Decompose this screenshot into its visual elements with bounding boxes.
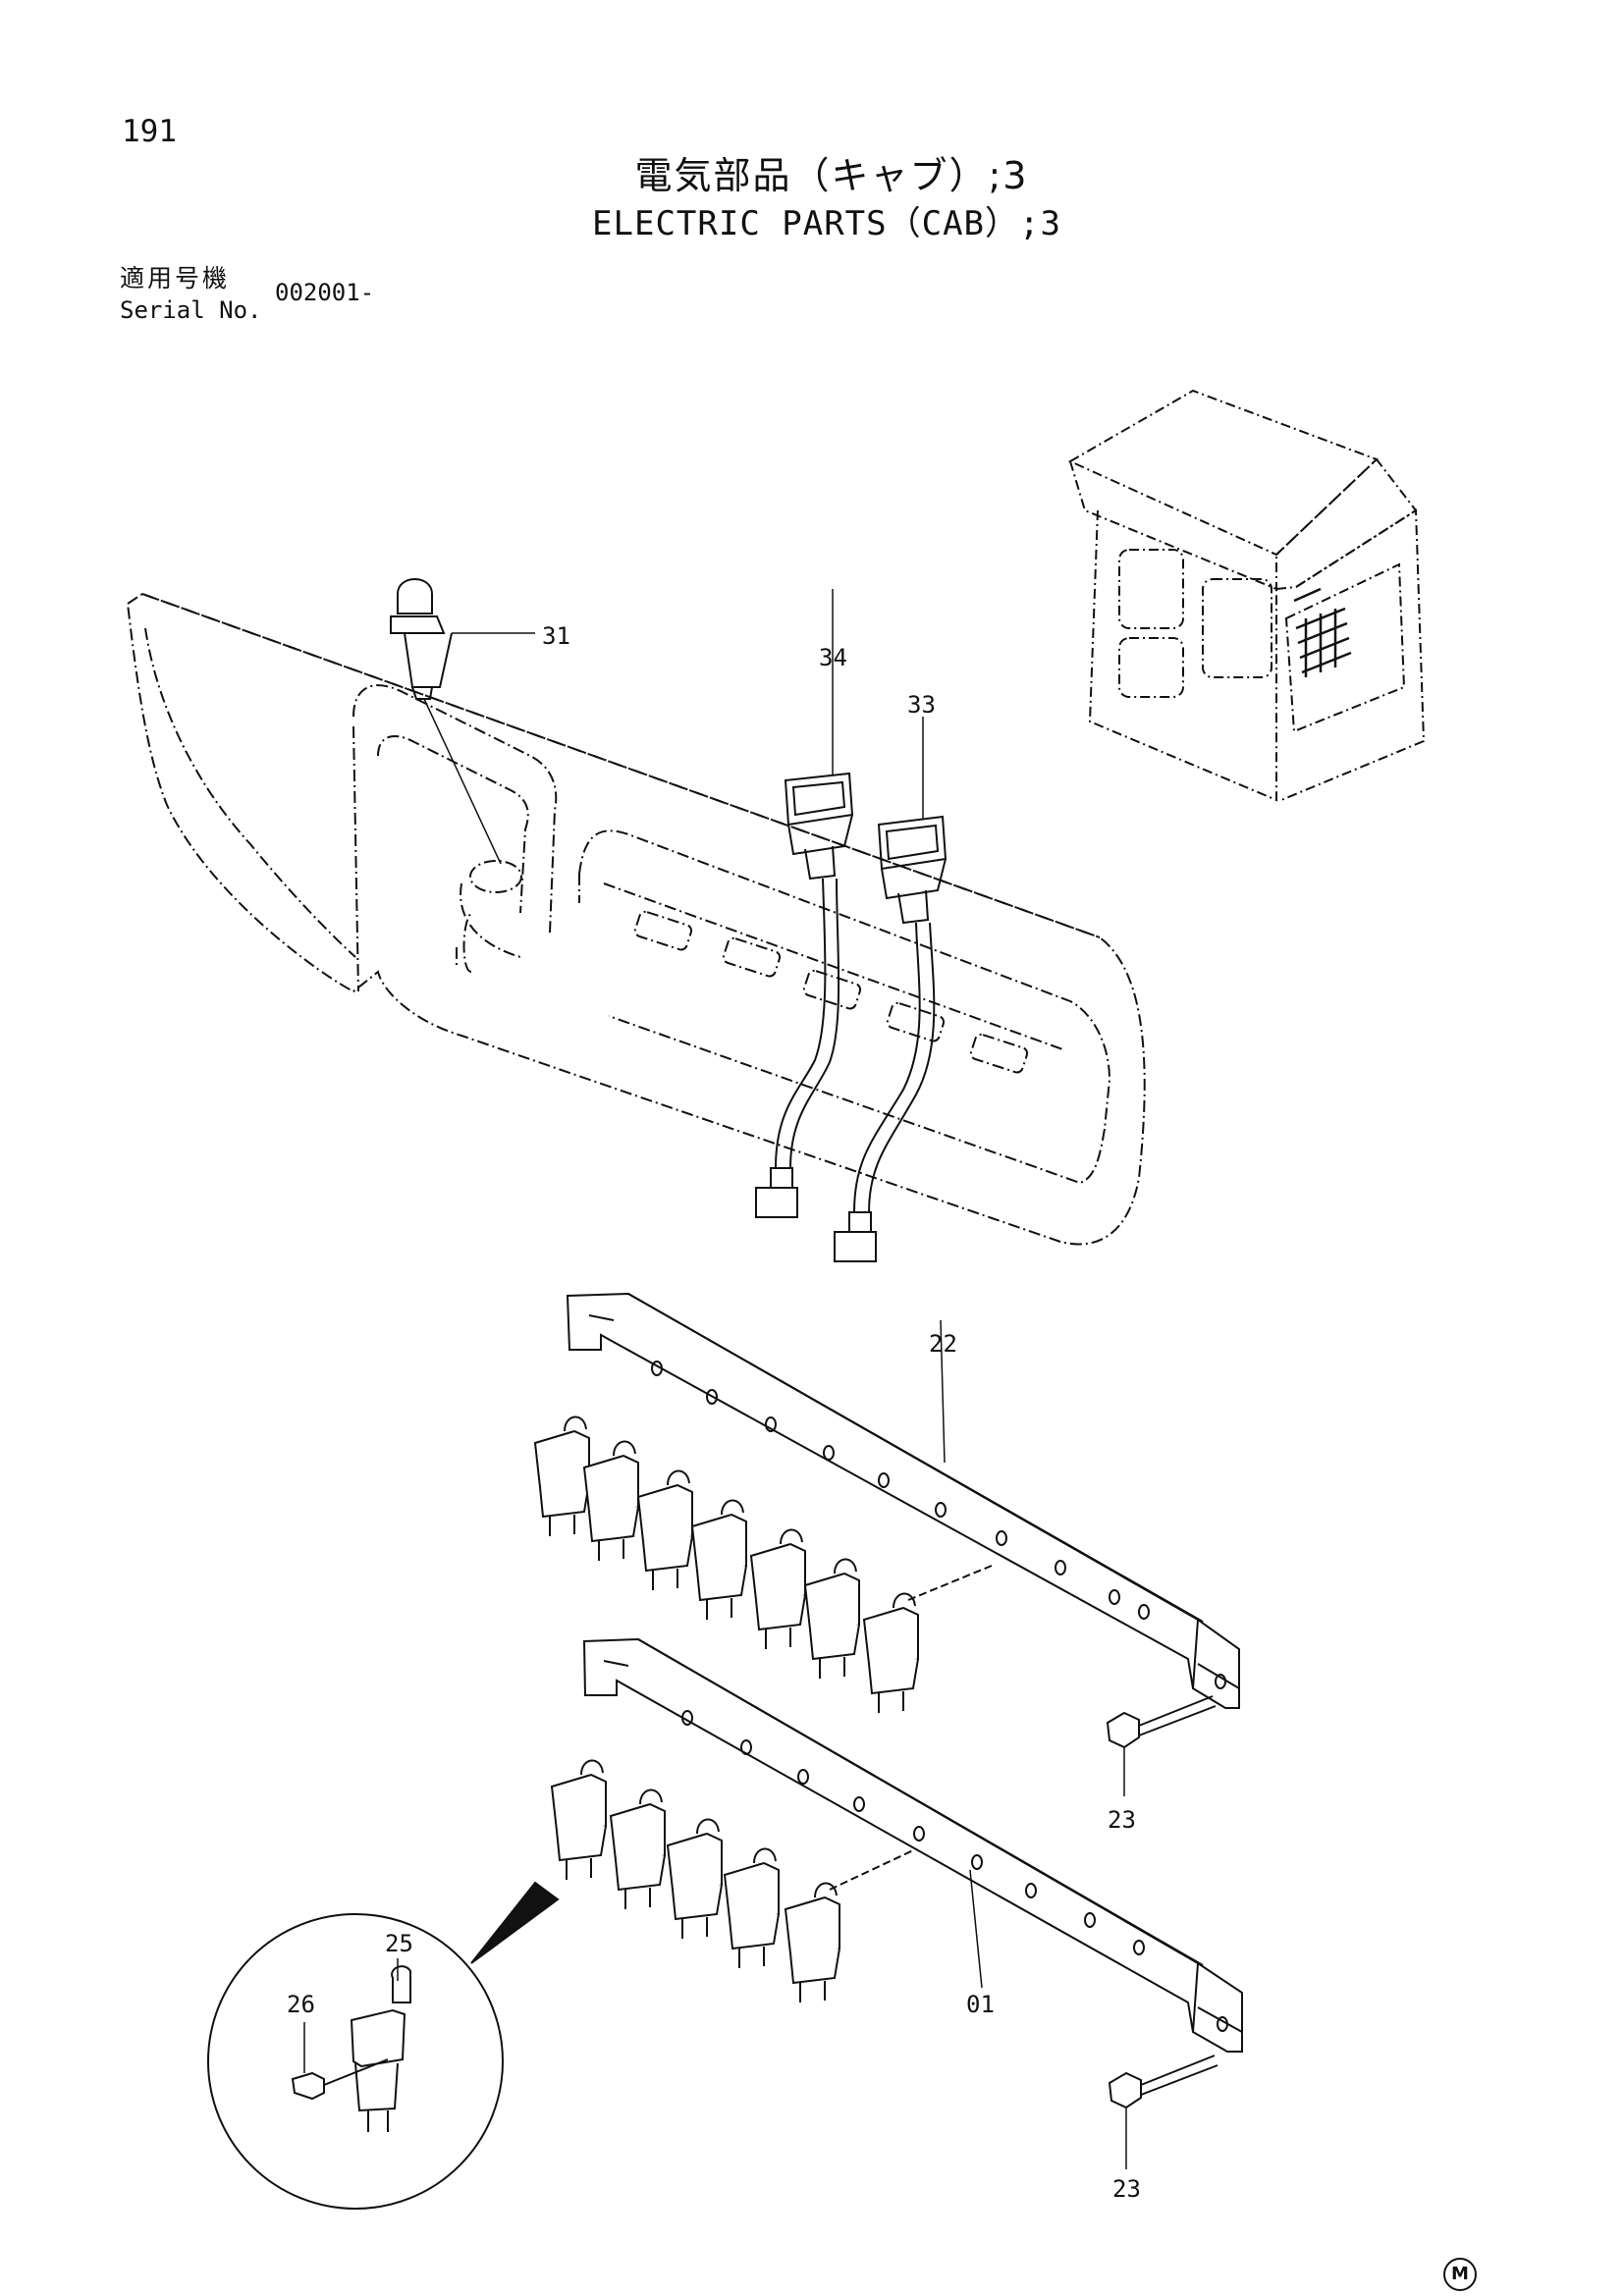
- callout-34: 34: [819, 644, 847, 671]
- part-34-rocker-switch: [755, 589, 854, 1218]
- callout-33: 33: [907, 691, 936, 719]
- part-33-rocker-switch: [834, 717, 947, 1262]
- title-japanese: 電気部品（キャブ）;3: [634, 154, 1029, 197]
- cab-harness-detail: [1293, 587, 1352, 677]
- relay-upper-2: [582, 1440, 639, 1561]
- relay-lower-5: [784, 1882, 840, 2002]
- part-23-bolt-lower: [1108, 2055, 1218, 2169]
- relay-upper-5: [749, 1528, 806, 1649]
- relay-lower-2: [609, 1789, 666, 1909]
- part-22-relay-bracket: [566, 1292, 1240, 1709]
- title-english: ELECTRIC PARTS（CAB）;3: [592, 204, 1061, 243]
- relay-upper-4: [690, 1499, 747, 1620]
- callout-25: 25: [385, 1930, 413, 1957]
- part-31-switch: [390, 578, 535, 865]
- page-number: 191: [122, 114, 177, 149]
- manufacturer-mark: M: [1443, 2258, 1477, 2291]
- relay-upper-3: [636, 1469, 693, 1590]
- serial-label-english: Serial No.: [120, 296, 262, 324]
- relay-lower-3: [666, 1818, 723, 1939]
- relay-upper-1: [533, 1415, 590, 1536]
- relay-row-lower: [550, 1759, 914, 2002]
- callout-31: 31: [542, 622, 570, 650]
- relay-lower-4: [723, 1847, 780, 1968]
- relay-row-upper: [533, 1415, 993, 1713]
- callout-01: 01: [966, 1991, 995, 2018]
- relay-lower-1: [550, 1759, 607, 1880]
- callout-26: 26: [287, 1991, 315, 2018]
- console-panel: [126, 592, 1146, 1246]
- serial-label-japanese: 適用号機: [120, 264, 231, 293]
- part-23-bolt-upper: [1106, 1695, 1217, 1796]
- callout-23-lower: 23: [1112, 2175, 1141, 2203]
- relay-upper-7: [862, 1592, 919, 1713]
- part-01-relay-bracket: [582, 1637, 1243, 2053]
- callout-22: 22: [929, 1330, 957, 1358]
- detail-circle: [207, 1881, 560, 2210]
- cab-illustration: [1067, 389, 1426, 802]
- relay-upper-6: [803, 1558, 860, 1679]
- callout-23-upper: 23: [1108, 1806, 1136, 1834]
- serial-number-value: 002001-: [275, 279, 375, 306]
